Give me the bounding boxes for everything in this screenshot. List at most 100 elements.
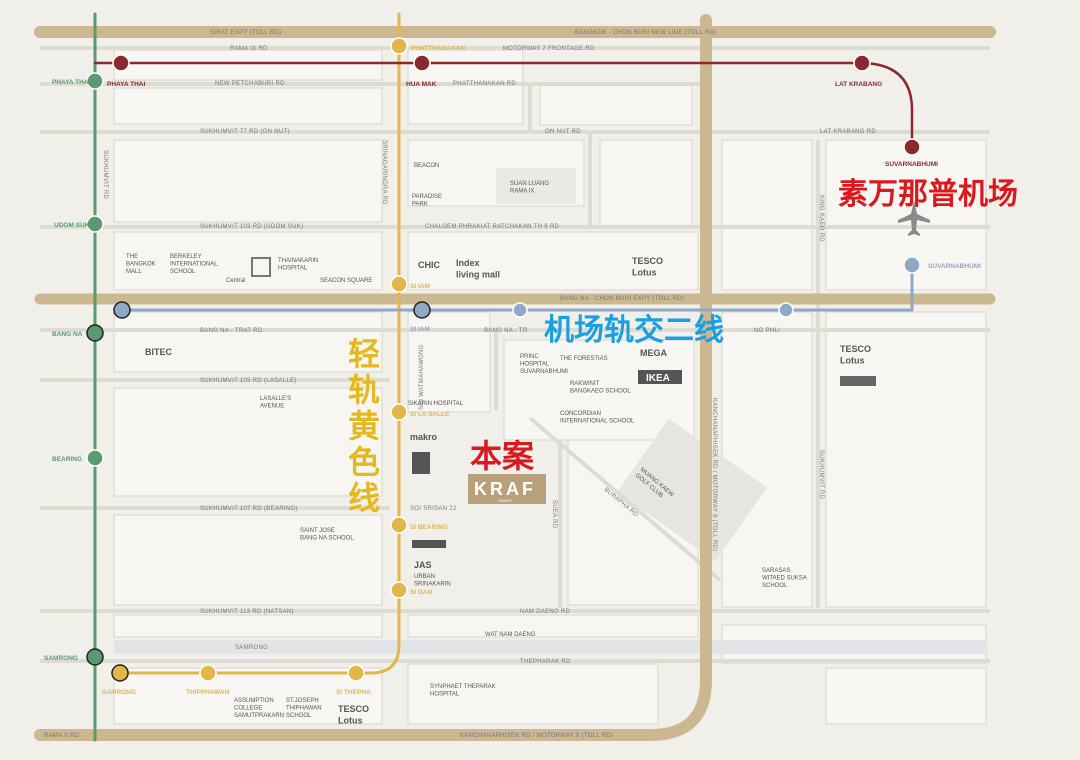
svg-text:SUKHUMVIT 105 RD (LASALLE): SUKHUMVIT 105 RD (LASALLE) [200,378,297,384]
svg-text:KANCHANAPHISEK RD / MOTORWAY 9: KANCHANAPHISEK RD / MOTORWAY 9 (TOLL RD) [460,733,613,739]
svg-text:KRAF: KRAF [474,479,536,499]
svg-text:SAMRONG: SAMRONG [235,645,268,651]
svg-text:THIPPHAWAN: THIPPHAWAN [186,689,230,696]
svg-text:PHAYA THAI: PHAYA THAI [52,79,90,86]
svg-text:CHALOEM PHRAKIAT RATCHAKAN TH: CHALOEM PHRAKIAT RATCHAKAN TH 9 RD [425,224,559,230]
kanchanaphisek-motorway [34,14,712,741]
svg-text:SUVARNABHUMI: SUVARNABHUMI [885,161,938,168]
svg-text:SI BEARING: SI BEARING [410,524,448,531]
svg-text:SUVARNABHUMI: SUVARNABHUMI [928,263,981,270]
svg-text:SUKHUMVIT RD: SUKHUMVIT RD [818,450,824,500]
stations: PHAYA THAI UDOM SUK BANG NA BEARING SAMR… [44,37,981,696]
road-labels: SIRAT EXPY (TOLL RD) BANGKOK - CHON BURI… [44,30,876,739]
svg-text:KING KAEO RD: KING KAEO RD [818,195,824,242]
svg-text:SOI SRISAN 22: SOI SRISAN 22 [410,506,457,512]
golf-club-area [617,418,767,562]
svg-text:NG PHLI: NG PHLI [754,328,780,334]
airport-line-station [903,256,921,274]
svg-text:SUKHUMVIT 77 RD (ON NUT): SUKHUMVIT 77 RD (ON NUT) [200,129,290,135]
svg-text:THEPHARAK RD: THEPHARAK RD [520,659,571,665]
minor-roads [40,46,990,663]
svg-text:JAS: JAS [414,560,432,570]
yellow-line-callout: 轻轨黄色线 [348,335,380,517]
svg-text:BANGKOK - CHON BURI NEW LINE (: BANGKOK - CHON BURI NEW LINE (TOLL RD) [575,30,716,36]
svg-text:PHATTHANAKAN: PHATTHANAKAN [411,45,465,52]
airport-line-callout: 机场轨交二线 [544,313,724,348]
svg-text:SRINAGARINDRA RD: SRINAGARINDRA RD [381,140,387,205]
svg-text:SI IAM: SI IAM [410,283,430,290]
svg-text:BANG NA: BANG NA [52,331,83,338]
svg-text:MOTORWAY 7 FRONTAGE RD: MOTORWAY 7 FRONTAGE RD [503,46,595,52]
svg-text:PHATTHANAKAN RD: PHATTHANAKAN RD [453,81,516,87]
monorail-station-icon [111,37,431,682]
airplane-icon [898,200,930,236]
svg-text:SI IAM: SI IAM [410,326,430,333]
svg-text:SI LA SALLE: SI LA SALLE [410,411,450,418]
svg-text:LAT KRABANG RD: LAT KRABANG RD [820,129,876,135]
airport-line-station [512,302,528,318]
svg-text:Central: Central [226,278,245,284]
svg-text:makro: makro [410,432,438,442]
svg-text:SAMRONG: SAMRONG [102,689,136,696]
svg-text:IKEA: IKEA [646,373,670,384]
svg-text:UDOM SUK: UDOM SUK [54,222,90,229]
airport-callout: 素万那普机场 [838,177,1018,212]
svg-text:RAMA IX RD: RAMA IX RD [230,46,268,52]
svg-text:SUKHUMVIT 107 RD (BEARING): SUKHUMVIT 107 RD (BEARING) [200,506,298,512]
svg-text:BANG NA - TR: BANG NA - TR [484,328,528,334]
svg-text:MEGA: MEGA [640,348,668,358]
svg-text:NEW PETCHABURI RD: NEW PETCHABURI RD [215,81,285,87]
svg-text:RAMA II RD: RAMA II RD [44,733,80,739]
svg-text:NAM DAENG RD: NAM DAENG RD [520,609,571,615]
svg-text:SUKHUMVIT 103 RD (UDOM SUK): SUKHUMVIT 103 RD (UDOM SUK) [200,224,303,230]
svg-text:SEACON SQUARE: SEACON SQUARE [320,278,372,284]
svg-text:THE FORESTIAS: THE FORESTIAS [560,356,608,362]
samrong-canal [114,640,986,654]
svg-text:BEACON: BEACON [414,163,439,169]
svg-text:PHAYA THAI: PHAYA THAI [107,81,145,88]
svg-text:SUEA RD: SUEA RD [551,500,557,529]
svg-text:BITEC: BITEC [145,347,173,357]
airport-line-station [113,301,131,319]
svg-text:ONNUT: ONNUT [498,498,513,503]
svg-text:ON NUT RD: ON NUT RD [545,129,581,135]
bts-station-icon [86,72,104,666]
airport-line-2 [118,266,914,312]
svg-text:CHIC: CHIC [418,260,440,270]
airport-line-station [778,302,794,318]
svg-text:KANCHANAPHISEK RD / MOTORWAY 9: KANCHANAPHISEK RD / MOTORWAY 9 (TOLL RD) [711,398,717,551]
yellow-line [118,12,401,675]
svg-text:SAMRONG: SAMRONG [44,655,78,662]
svg-text:HUA MAK: HUA MAK [406,81,437,88]
project-callout: 本案 [470,437,535,475]
expressways [34,14,996,741]
svg-text:BANG NA - TRAT RD: BANG NA - TRAT RD [200,328,263,334]
svg-text:SI DAN: SI DAN [410,589,432,596]
project-kraf-marker[interactable]: KRAF ONNUT [468,474,546,504]
svg-text:SIRAT EXPY (TOLL RD): SIRAT EXPY (TOLL RD) [210,30,281,36]
svg-text:SUKHUMVIT RD: SUKHUMVIT RD [102,150,108,200]
train-station-icon [112,54,921,156]
svg-text:SIKARIN HOSPITAL: SIKARIN HOSPITAL [408,401,464,407]
city-blocks [113,49,987,725]
svg-text:SOI WATMAHAWONG: SOI WATMAHAWONG [419,344,425,410]
